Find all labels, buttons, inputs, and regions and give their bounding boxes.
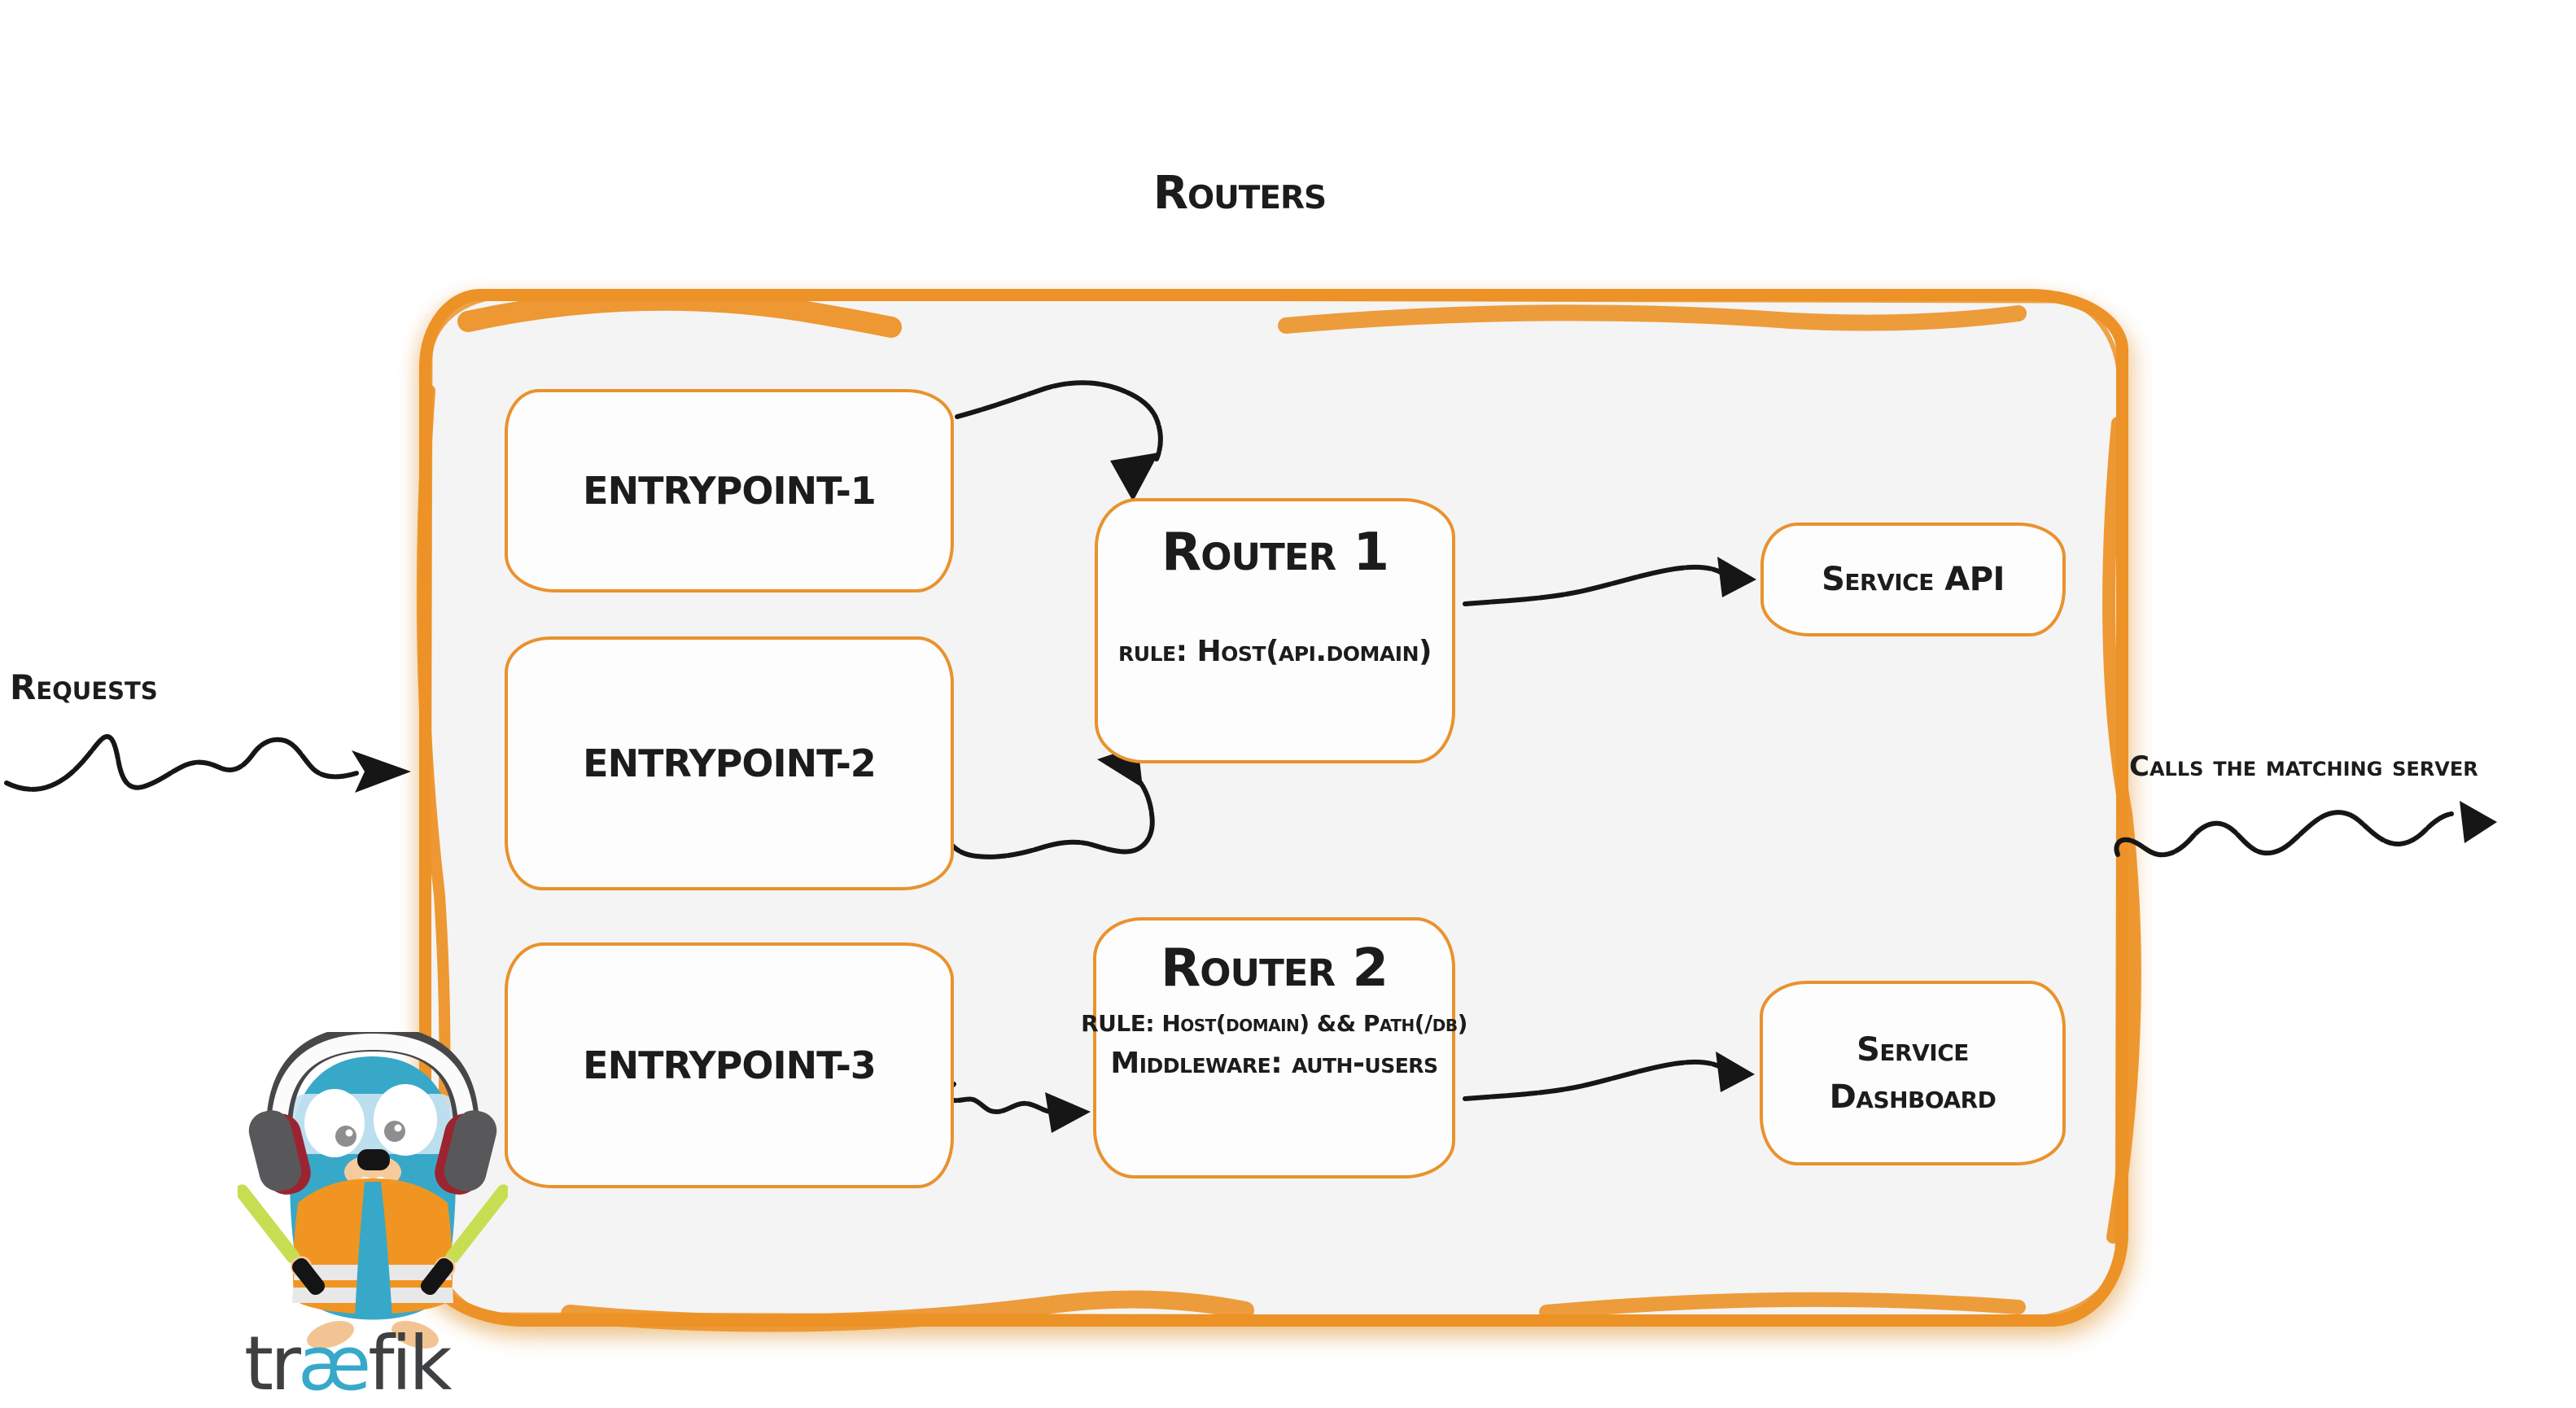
router-1-title: Router 1 bbox=[1161, 523, 1389, 583]
service-dashboard-label-line2: Dashboard bbox=[1829, 1078, 1997, 1116]
entrypoint-1-box: ENTRYPOINT-1 bbox=[505, 389, 954, 592]
entrypoint-2-label: ENTRYPOINT-2 bbox=[583, 741, 877, 785]
service-dashboard-label-line1: Service bbox=[1857, 1030, 1969, 1069]
wordmark-post: fik bbox=[368, 1320, 452, 1407]
traefik-gopher-logo bbox=[238, 1032, 508, 1349]
wordmark-pre: tr bbox=[244, 1320, 301, 1407]
entrypoint-3-label: ENTRYPOINT-3 bbox=[583, 1043, 877, 1087]
wordmark-ae: æ bbox=[297, 1320, 371, 1407]
page-title: Routers bbox=[1152, 167, 1327, 220]
router-2-middleware: Middleware: auth-users bbox=[1110, 1047, 1438, 1080]
requests-label: Requests bbox=[10, 667, 158, 707]
gopher-feet bbox=[307, 1320, 439, 1349]
gopher-safety-vest bbox=[292, 1178, 453, 1317]
calls-label: Calls the matching server bbox=[2129, 750, 2478, 783]
router-2-title: Router 2 bbox=[1161, 938, 1389, 999]
entrypoint-2-box: ENTRYPOINT-2 bbox=[505, 636, 954, 890]
router-2-box: Router 2 RULE: Host(domain) && Path(/db)… bbox=[1081, 917, 1467, 1178]
router-1-rule: rule: Host(api.domain) bbox=[1118, 635, 1432, 668]
calls-arrow bbox=[2114, 801, 2497, 858]
entrypoint-3-box: ENTRYPOINT-3 bbox=[505, 942, 954, 1188]
service-api-label: Service API bbox=[1822, 561, 2005, 598]
gopher-baton-left bbox=[238, 1184, 326, 1296]
router-2-rule: RULE: Host(domain) && Path(/db) bbox=[1081, 1010, 1467, 1037]
requests-arrow bbox=[4, 734, 411, 793]
service-dashboard-box: Service Dashboard bbox=[1760, 981, 2066, 1165]
service-api-box: Service API bbox=[1760, 523, 2066, 636]
traefik-wordmark: træfik bbox=[244, 1320, 452, 1407]
router-1-box: Router 1 rule: Host(api.domain) bbox=[1095, 498, 1455, 763]
entrypoint-1-label: ENTRYPOINT-1 bbox=[583, 469, 877, 513]
